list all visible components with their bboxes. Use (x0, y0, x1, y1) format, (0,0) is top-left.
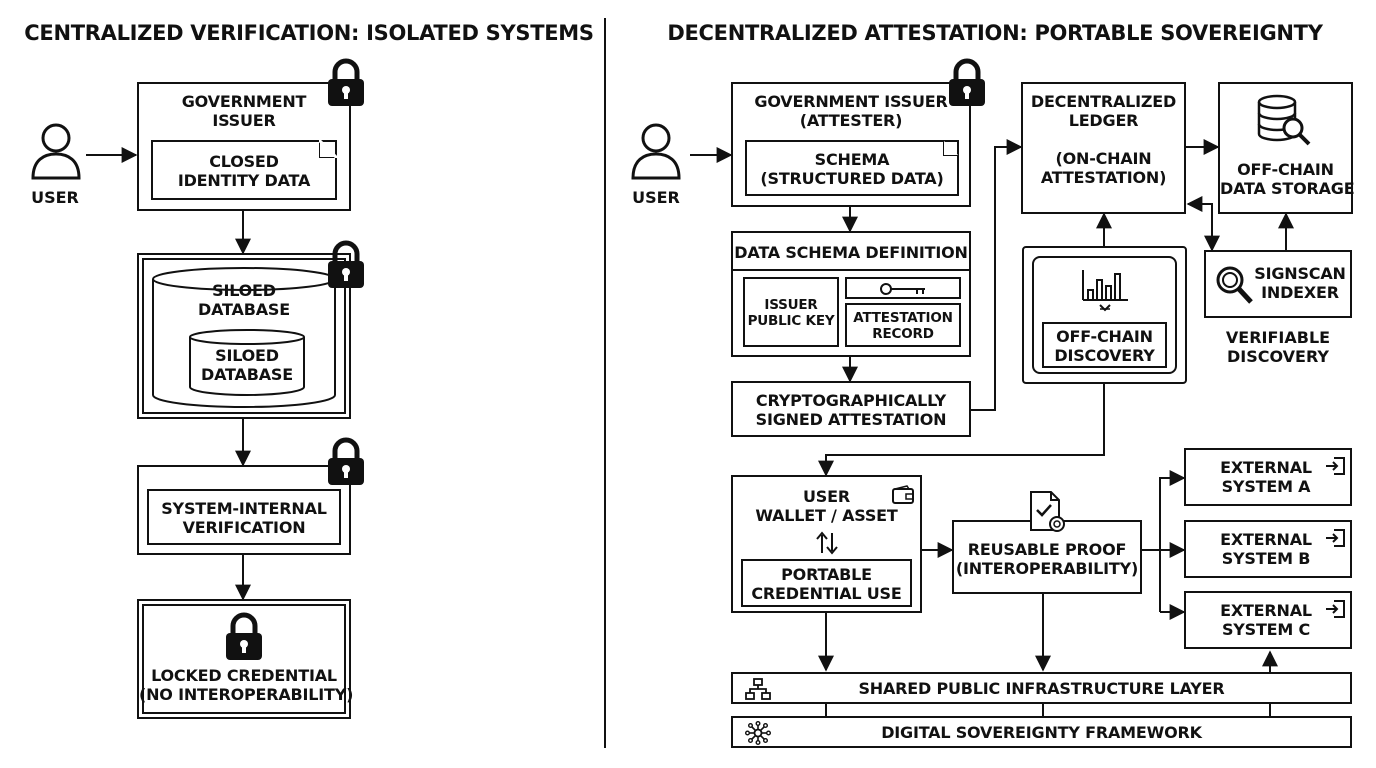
offchain-storage-label: OFF-CHAIN DATA STORAGE (1220, 160, 1355, 198)
user-label: USER (31, 188, 79, 207)
padlock-icon (328, 437, 364, 485)
key-icon (880, 283, 925, 295)
external-system-c-label: EXTERNAL SYSTEM C (1220, 601, 1312, 639)
shared-infrastructure-label: SHARED PUBLIC INFRASTRUCTURE LAYER (858, 679, 1225, 698)
offchain-discovery-inner-frame: OFF-CHAIN DISCOVERY (1032, 256, 1177, 374)
user-icon (631, 123, 681, 180)
padlock-icon (328, 240, 364, 288)
offchain-storage-box: OFF-CHAIN DATA STORAGE (1218, 82, 1355, 214)
closed-identity-data-box: CLOSED IDENTITY DATA (151, 140, 337, 200)
left-title: CENTRALIZED VERIFICATION: ISOLATED SYSTE… (24, 21, 594, 45)
certificate-icon (1030, 491, 1065, 532)
decentralized-ledger-box: DECENTRALIZED LEDGER (ON-CHAIN ATTESTATI… (1021, 82, 1186, 214)
document-fold-icon (943, 140, 959, 156)
hierarchy-icon (745, 678, 771, 700)
system-internal-label: SYSTEM-INTERNAL VERIFICATION (161, 499, 327, 537)
hub-icon (745, 721, 771, 745)
sign-in-icon (1326, 529, 1345, 547)
digital-sovereignty-framework: DIGITAL SOVEREIGNTY FRAMEWORK (731, 716, 1352, 748)
system-internal-inner-box: SYSTEM-INTERNAL VERIFICATION (147, 489, 341, 545)
data-schema-definition-box: DATA SCHEMA DEFINITION ISSUER PUBLIC KEY… (731, 231, 971, 357)
user-wallet-label: USER WALLET / ASSET (755, 487, 898, 525)
external-system-a-box: EXTERNAL SYSTEM A (1184, 448, 1352, 506)
magnifier-icon (1216, 266, 1253, 304)
attestation-record-box: ATTESTATION RECORD (845, 303, 961, 347)
section-divider (604, 18, 606, 748)
external-system-b-box: EXTERNAL SYSTEM B (1184, 520, 1352, 578)
government-issuer-box: GOVERNMENT ISSUER CLOSED IDENTITY DATA (137, 82, 351, 211)
signscan-indexer-box: SIGNSCAN INDEXER (1204, 250, 1352, 318)
gov-issuer-label: GOVERNMENT ISSUER (ATTESTER) (754, 92, 948, 130)
data-schema-definition-label: DATA SCHEMA DEFINITION (734, 243, 968, 262)
system-internal-box: SYSTEM-INTERNAL VERIFICATION (137, 465, 351, 555)
key-box (845, 277, 961, 299)
attestation-record-label: ATTESTATION RECORD (853, 310, 953, 342)
siloed-database-outer-box: SILOED DATABASE SILOED DATABASE (137, 253, 351, 419)
issuer-public-key-box: ISSUER PUBLIC KEY (743, 277, 839, 347)
external-system-b-label: EXTERNAL SYSTEM B (1220, 530, 1312, 568)
decentralized-ledger-label: DECENTRALIZED LEDGER (ON-CHAIN ATTESTATI… (1030, 92, 1177, 187)
offchain-discovery-outer-box: OFF-CHAIN DISCOVERY (1022, 246, 1187, 384)
crypto-signed-label: CRYPTOGRAPHICALLY SIGNED ATTESTATION (755, 391, 947, 429)
shared-infrastructure-layer: SHARED PUBLIC INFRASTRUCTURE LAYER (731, 672, 1352, 704)
document-fold-icon (319, 140, 337, 158)
user-wallet-box: USER WALLET / ASSET PORTABLE CREDENTIAL … (731, 475, 922, 613)
reusable-proof-label: REUSABLE PROOF (INTEROPERABILITY) (955, 540, 1139, 578)
digital-sovereignty-label: DIGITAL SOVEREIGNTY FRAMEWORK (881, 723, 1202, 742)
offchain-discovery-label: OFF-CHAIN DISCOVERY (1054, 327, 1155, 365)
government-issuer-label: GOVERNMENT ISSUER (181, 92, 307, 130)
schema-divider (733, 269, 969, 271)
inner-database-icon (189, 329, 305, 396)
user-icon (31, 123, 81, 180)
sign-in-icon (1326, 600, 1345, 618)
schema-box: SCHEMA (STRUCTURED DATA) (745, 140, 959, 196)
signscan-indexer-label: SIGNSCAN INDEXER (1254, 264, 1346, 302)
padlock-icon (226, 612, 262, 660)
gov-issuer-box: GOVERNMENT ISSUER (ATTESTER) SCHEMA (STR… (731, 82, 971, 207)
portable-credential-label: PORTABLE CREDENTIAL USE (751, 565, 902, 603)
external-system-c-box: EXTERNAL SYSTEM C (1184, 591, 1352, 649)
padlock-icon (949, 58, 985, 106)
closed-identity-data-label: CLOSED IDENTITY DATA (177, 152, 311, 190)
bar-chart-icon (1082, 270, 1128, 312)
wallet-icon (892, 485, 914, 504)
up-down-arrows-icon (816, 531, 838, 555)
verifiable-discovery-label: VERIFIABLE DISCOVERY (1225, 328, 1331, 366)
schema-label: SCHEMA (STRUCTURED DATA) (760, 150, 944, 188)
sign-in-icon (1326, 457, 1345, 475)
reusable-proof-box: REUSABLE PROOF (INTEROPERABILITY) (952, 520, 1142, 594)
portable-credential-box: PORTABLE CREDENTIAL USE (741, 559, 912, 607)
database-icon (1257, 94, 1311, 146)
external-system-a-label: EXTERNAL SYSTEM A (1220, 458, 1312, 496)
siloed-database-outer-label: SILOED DATABASE (198, 281, 290, 319)
offchain-discovery-box: OFF-CHAIN DISCOVERY (1042, 322, 1167, 368)
right-title: DECENTRALIZED ATTESTATION: PORTABLE SOVE… (667, 21, 1323, 45)
locked-credential-label: LOCKED CREDENTIAL (NO INTEROPERABILITY) (139, 666, 354, 704)
padlock-icon (328, 58, 364, 106)
issuer-public-key-label: ISSUER PUBLIC KEY (747, 297, 835, 329)
siloed-database-inner-label: SILOED DATABASE (201, 346, 293, 384)
crypto-signed-box: CRYPTOGRAPHICALLY SIGNED ATTESTATION (731, 381, 971, 437)
user-label: USER (632, 188, 680, 207)
